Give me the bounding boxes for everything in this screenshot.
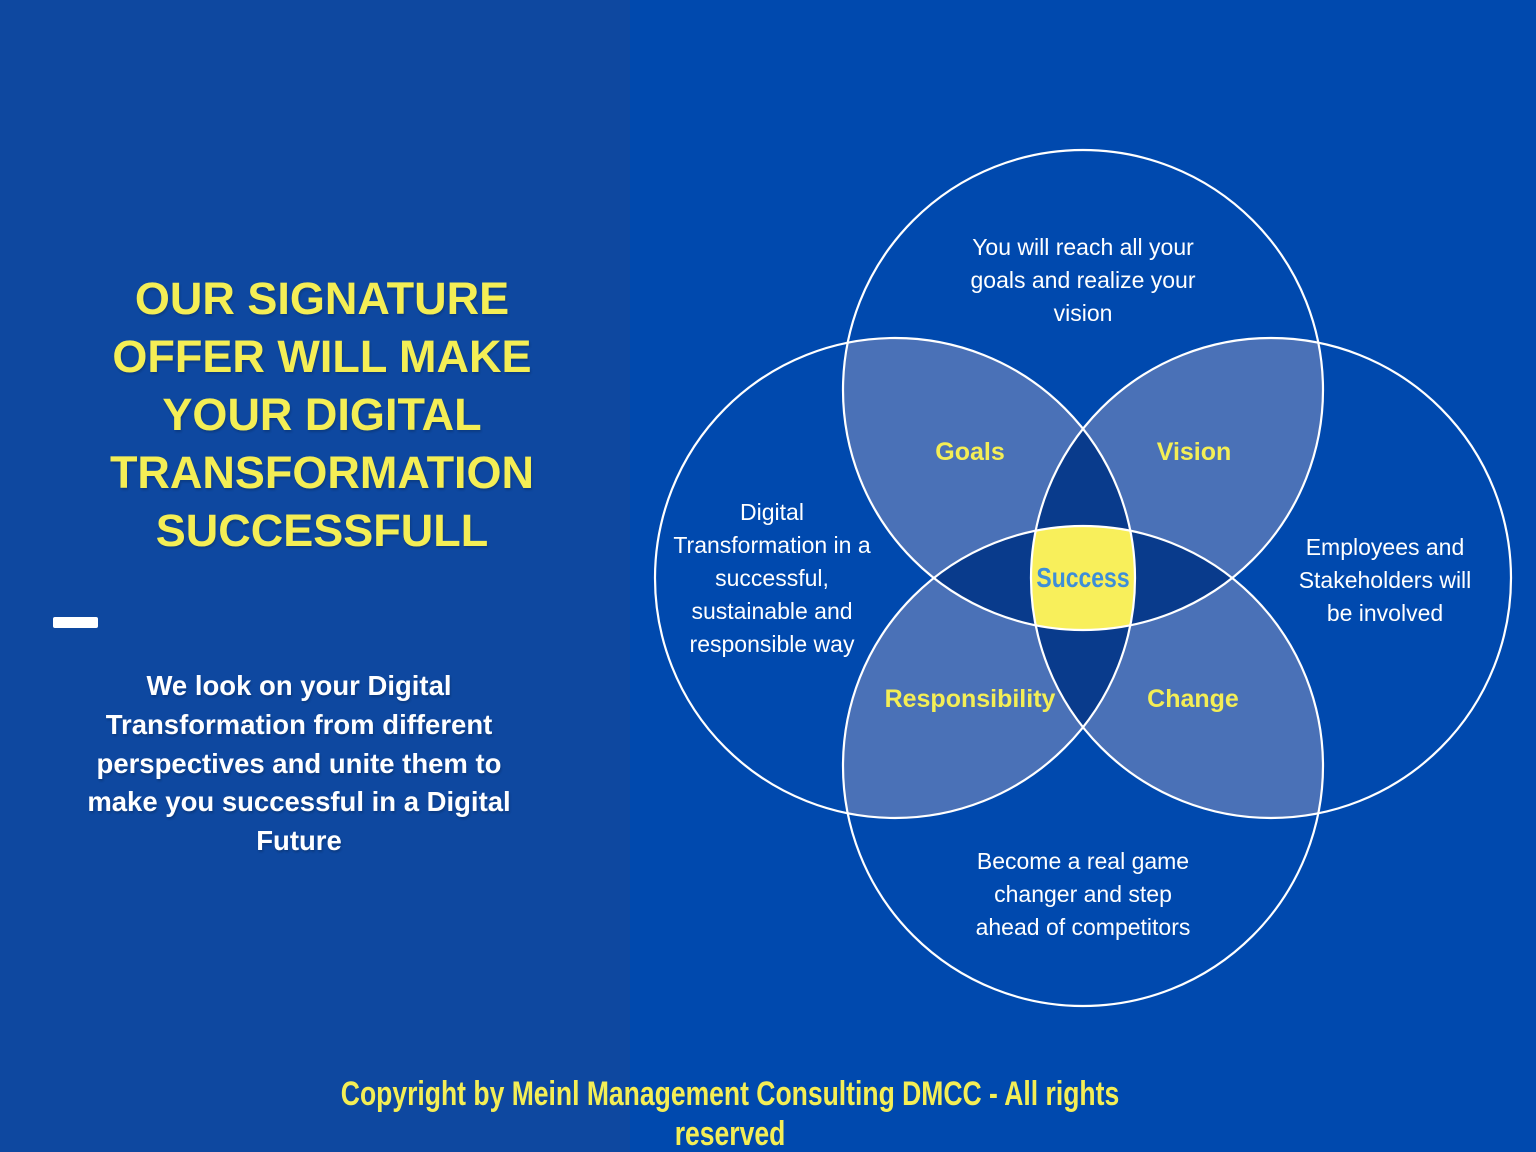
venn-circle-right: [1029, 336, 1513, 820]
venn-label-responsibility: Responsibility: [884, 685, 1056, 713]
divider-dash: [53, 617, 98, 628]
venn-bottom-description: Become a real game changer and step ahea…: [975, 848, 1191, 940]
venn-label-change: Change: [1147, 685, 1239, 713]
venn-label-success: Success: [1036, 562, 1130, 593]
copyright-notice: Copyright by Meinl Management Consulting…: [340, 1075, 1120, 1152]
intro-paragraph: We look on your Digital Transformation f…: [87, 670, 511, 856]
venn-circle-bottom: [841, 524, 1325, 1008]
left-panel-background: [0, 0, 630, 1152]
venn-left-description: Digital Transformation in a successful, …: [673, 499, 871, 657]
venn-top-description: You will reach all your goals and realiz…: [970, 234, 1196, 326]
venn-center-success-shape: [1031, 526, 1135, 630]
slide-title: OUR SIGNATURE OFFER WILL MAKE YOUR DIGIT…: [109, 273, 535, 556]
venn-circle-top: [841, 148, 1325, 632]
venn-label-goals: Goals: [935, 438, 1005, 466]
venn-right-description: Employees and Stakeholders will be invol…: [1298, 534, 1472, 626]
venn-label-vision: Vision: [1156, 438, 1232, 466]
venn-circle-left: [653, 336, 1137, 820]
